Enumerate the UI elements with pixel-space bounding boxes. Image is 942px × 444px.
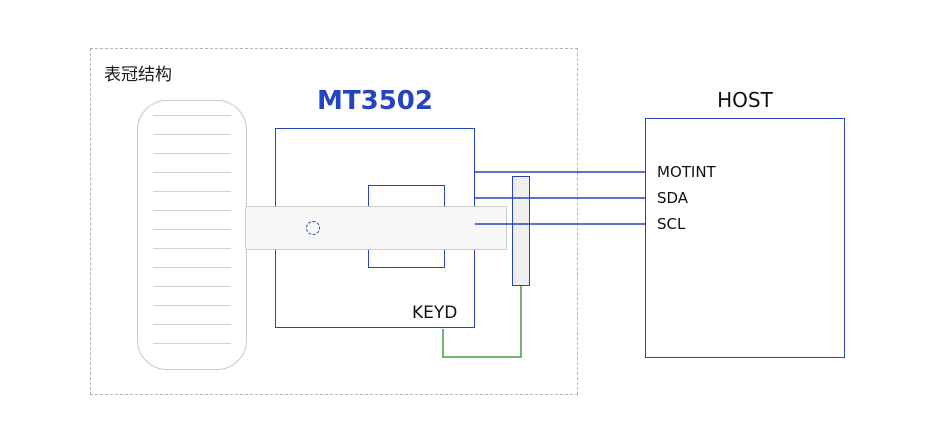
pin-label-sda: SDA xyxy=(657,189,689,207)
pin-label-scl: SCL xyxy=(657,215,686,233)
chip-title: MT3502 xyxy=(317,86,433,116)
connector-block xyxy=(512,176,530,286)
crown-shaft xyxy=(245,206,507,250)
crown-structure-label: 表冠结构 xyxy=(104,65,172,85)
host-title: HOST xyxy=(717,88,773,112)
crown-shape xyxy=(137,100,247,370)
keyd-label: KEYD xyxy=(412,303,458,323)
host-box xyxy=(645,118,845,358)
shaft-axis-marker-icon xyxy=(306,221,320,235)
pin-label-motint: MOTINT xyxy=(657,163,716,181)
crown-structure-group xyxy=(90,48,578,395)
crown-ridges xyxy=(153,115,231,355)
